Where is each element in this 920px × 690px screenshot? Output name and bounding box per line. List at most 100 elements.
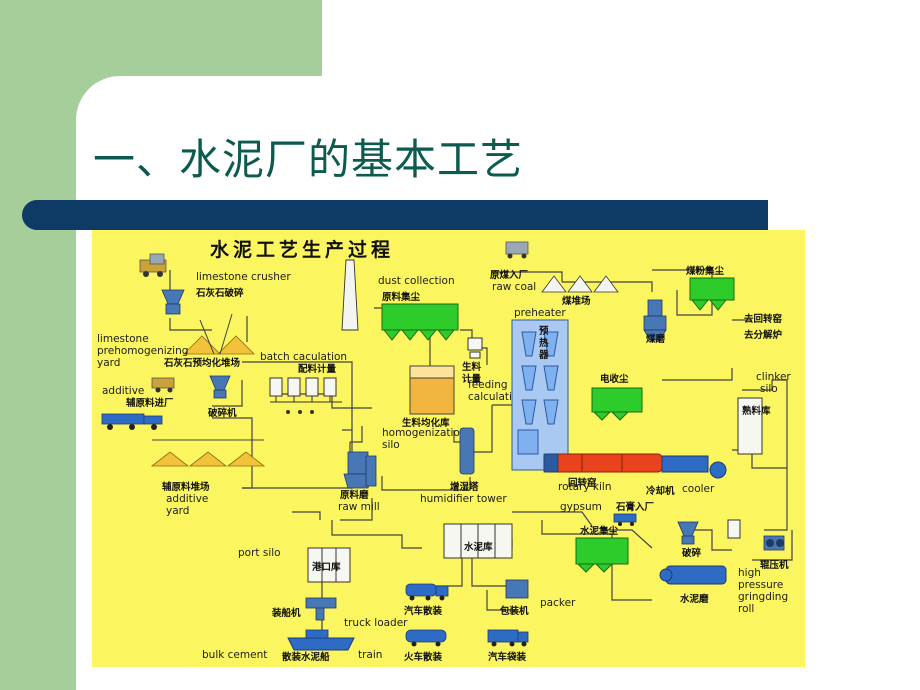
raw-homo-silo-icon: [409, 365, 455, 415]
coal-dust-filter-icon: [689, 277, 735, 311]
limestone-stockpile-icon: [183, 313, 255, 355]
label-dust-collection: dust collection: [378, 275, 455, 287]
raw-mill-icon: [343, 451, 377, 489]
label-coal-dust-cn: 煤粉集尘: [686, 265, 725, 277]
label-limestone: limestone: [97, 333, 149, 345]
additive-stockpile-icon: [150, 439, 266, 467]
clinker-silo-icon: [737, 397, 763, 455]
humidifier-tower-icon: [459, 427, 475, 475]
label-train-bulk-cn: 火车散装: [404, 651, 443, 663]
label-preheater-cn-3: 器: [538, 350, 549, 361]
gypsum-truck-icon: [613, 513, 637, 526]
additive-crusher-icon: [209, 375, 231, 399]
label-coal-yard-cn: 煤堆场: [562, 295, 591, 307]
label-port-silo-cn: 港口库: [312, 561, 341, 573]
port-silo-icon: [307, 547, 351, 583]
label-cooler: cooler: [682, 483, 715, 495]
label-batching-cn: 配料计量: [298, 363, 337, 375]
esp-filter-icon: [591, 387, 643, 421]
label-yard: yard: [97, 357, 120, 369]
label-feeding: feeding: [468, 379, 508, 391]
limestone-crusher-icon: [161, 289, 185, 315]
rotary-kiln-icon: [543, 453, 663, 473]
label-bulk-ship-cn: 散装水泥船: [282, 651, 330, 663]
label-preheater: preheater: [514, 307, 566, 319]
gypsum-crusher-icon: [677, 521, 699, 545]
label-aux-material-in-cn: 辅原料进厂: [126, 397, 174, 409]
title-underline-bar: [22, 200, 768, 230]
cement-dust-filter-icon: [575, 537, 629, 573]
cement-ship-icon: [287, 629, 355, 651]
label-aux-yard-cn: 辅原料堆场: [162, 481, 210, 493]
label-limestone-crusher: limestone crusher: [196, 271, 291, 283]
slide-title: 一、水泥厂的基本工艺: [93, 135, 524, 184]
bulk-truck-icon: [405, 583, 449, 601]
label-homogenization: homogenization: [382, 427, 467, 439]
label-cooler-cn: 冷却机: [646, 485, 675, 497]
label-raw-coal: raw coal: [492, 281, 536, 293]
chimney-icon: [341, 259, 359, 331]
label-clinker-silo-cn: 熟料库: [742, 405, 771, 417]
label-coal-mill-cn: 煤磨: [646, 333, 666, 345]
label-batch-calculation: batch caculation: [260, 351, 347, 363]
label-crushing-cn: 破碎机: [208, 407, 237, 419]
label-esp-cn: 电收尘: [600, 373, 629, 385]
label-raw-homo-silo-cn: 生料均化库: [402, 417, 450, 429]
label-rotary-kiln: rotary kiln: [558, 481, 612, 493]
bag-truck-icon: [487, 629, 529, 647]
rail-tanker-icon: [405, 629, 447, 647]
label-limestone-crusher-cn: 石灰石破碎: [195, 287, 244, 299]
cement-mill-icon: [659, 565, 727, 585]
label-calculation: calculation: [468, 391, 525, 403]
label-clinker-silo: silo: [760, 383, 778, 395]
roller-press-icon: [763, 535, 785, 551]
label-packer: packer: [540, 597, 576, 609]
label-gypsum-in-cn: 石膏入厂: [615, 501, 655, 513]
label-truck-bulk-cn: 汽车散装: [404, 605, 443, 617]
process-diagram: 水泥工艺生产过程: [92, 230, 805, 667]
meal-metering-icon: [467, 337, 483, 359]
coal-yard-icon: [541, 275, 619, 293]
flatbed-truck-icon: [101, 413, 163, 430]
label-clinker: clinker: [756, 371, 791, 383]
label-to-kiln-cn: 去回转窑: [744, 313, 783, 325]
label-raw-mill-cn: 原料磨: [340, 489, 369, 501]
label-ship-loader-cn: 装船机: [271, 607, 301, 619]
label-raw-mill: raw mill: [338, 501, 380, 513]
label-preheater-cn-1: 预: [539, 326, 549, 337]
label-meal-metering-cn-2: 计量: [462, 373, 482, 385]
label-prehomogenizing: prehomogenizing: [97, 345, 188, 357]
label-pressure: pressure: [738, 579, 783, 591]
label-gringding: gringding: [738, 591, 788, 603]
label-train: train: [358, 649, 382, 661]
label-cement-mill-cn: 水泥磨: [680, 593, 709, 605]
coal-mill-icon: [643, 299, 667, 341]
label-truck-bag-cn: 汽车袋装: [488, 651, 527, 663]
raw-dust-filter-icon: [381, 303, 459, 341]
label-limestone-yard-cn: 石灰石预均化堆场: [163, 357, 241, 369]
cement-silo-icon: [443, 523, 513, 559]
packer-icon: [505, 579, 529, 599]
label-humidifier-cn: 增湿塔: [450, 481, 479, 493]
label-additive: additive: [102, 385, 144, 397]
additive-truck-icon: [151, 377, 175, 393]
process-diagram-svg: 水泥工艺生产过程: [97, 238, 793, 663]
label-packer-cn: 包装机: [499, 605, 529, 617]
diagram-heading: 水泥工艺生产过程: [210, 238, 394, 261]
label-port-silo: port silo: [238, 547, 281, 559]
label-additive-yard: additive: [166, 493, 208, 505]
label-roll: roll: [738, 603, 754, 615]
label-rotary-kiln-cn: 回转窑: [568, 477, 597, 489]
dump-truck-icon: [139, 253, 167, 277]
label-additive-yard-2: yard: [166, 505, 189, 517]
preheater-tower-icon: [511, 319, 569, 471]
label-humidifier-tower: humidifier tower: [420, 493, 507, 505]
label-cement-dust-cn: 水泥集尘: [580, 525, 619, 537]
label-truck-loader: truck loader: [344, 617, 408, 629]
label-raw-material-dust-cn: 原料集尘: [382, 291, 421, 303]
label-preheater-cn-2: 热: [539, 337, 549, 349]
label-crush-cn: 破碎: [682, 547, 702, 559]
label-to-calciner-cn: 去分解炉: [744, 329, 783, 341]
raw-coal-truck-icon: [505, 241, 529, 259]
label-high: high: [738, 567, 761, 579]
